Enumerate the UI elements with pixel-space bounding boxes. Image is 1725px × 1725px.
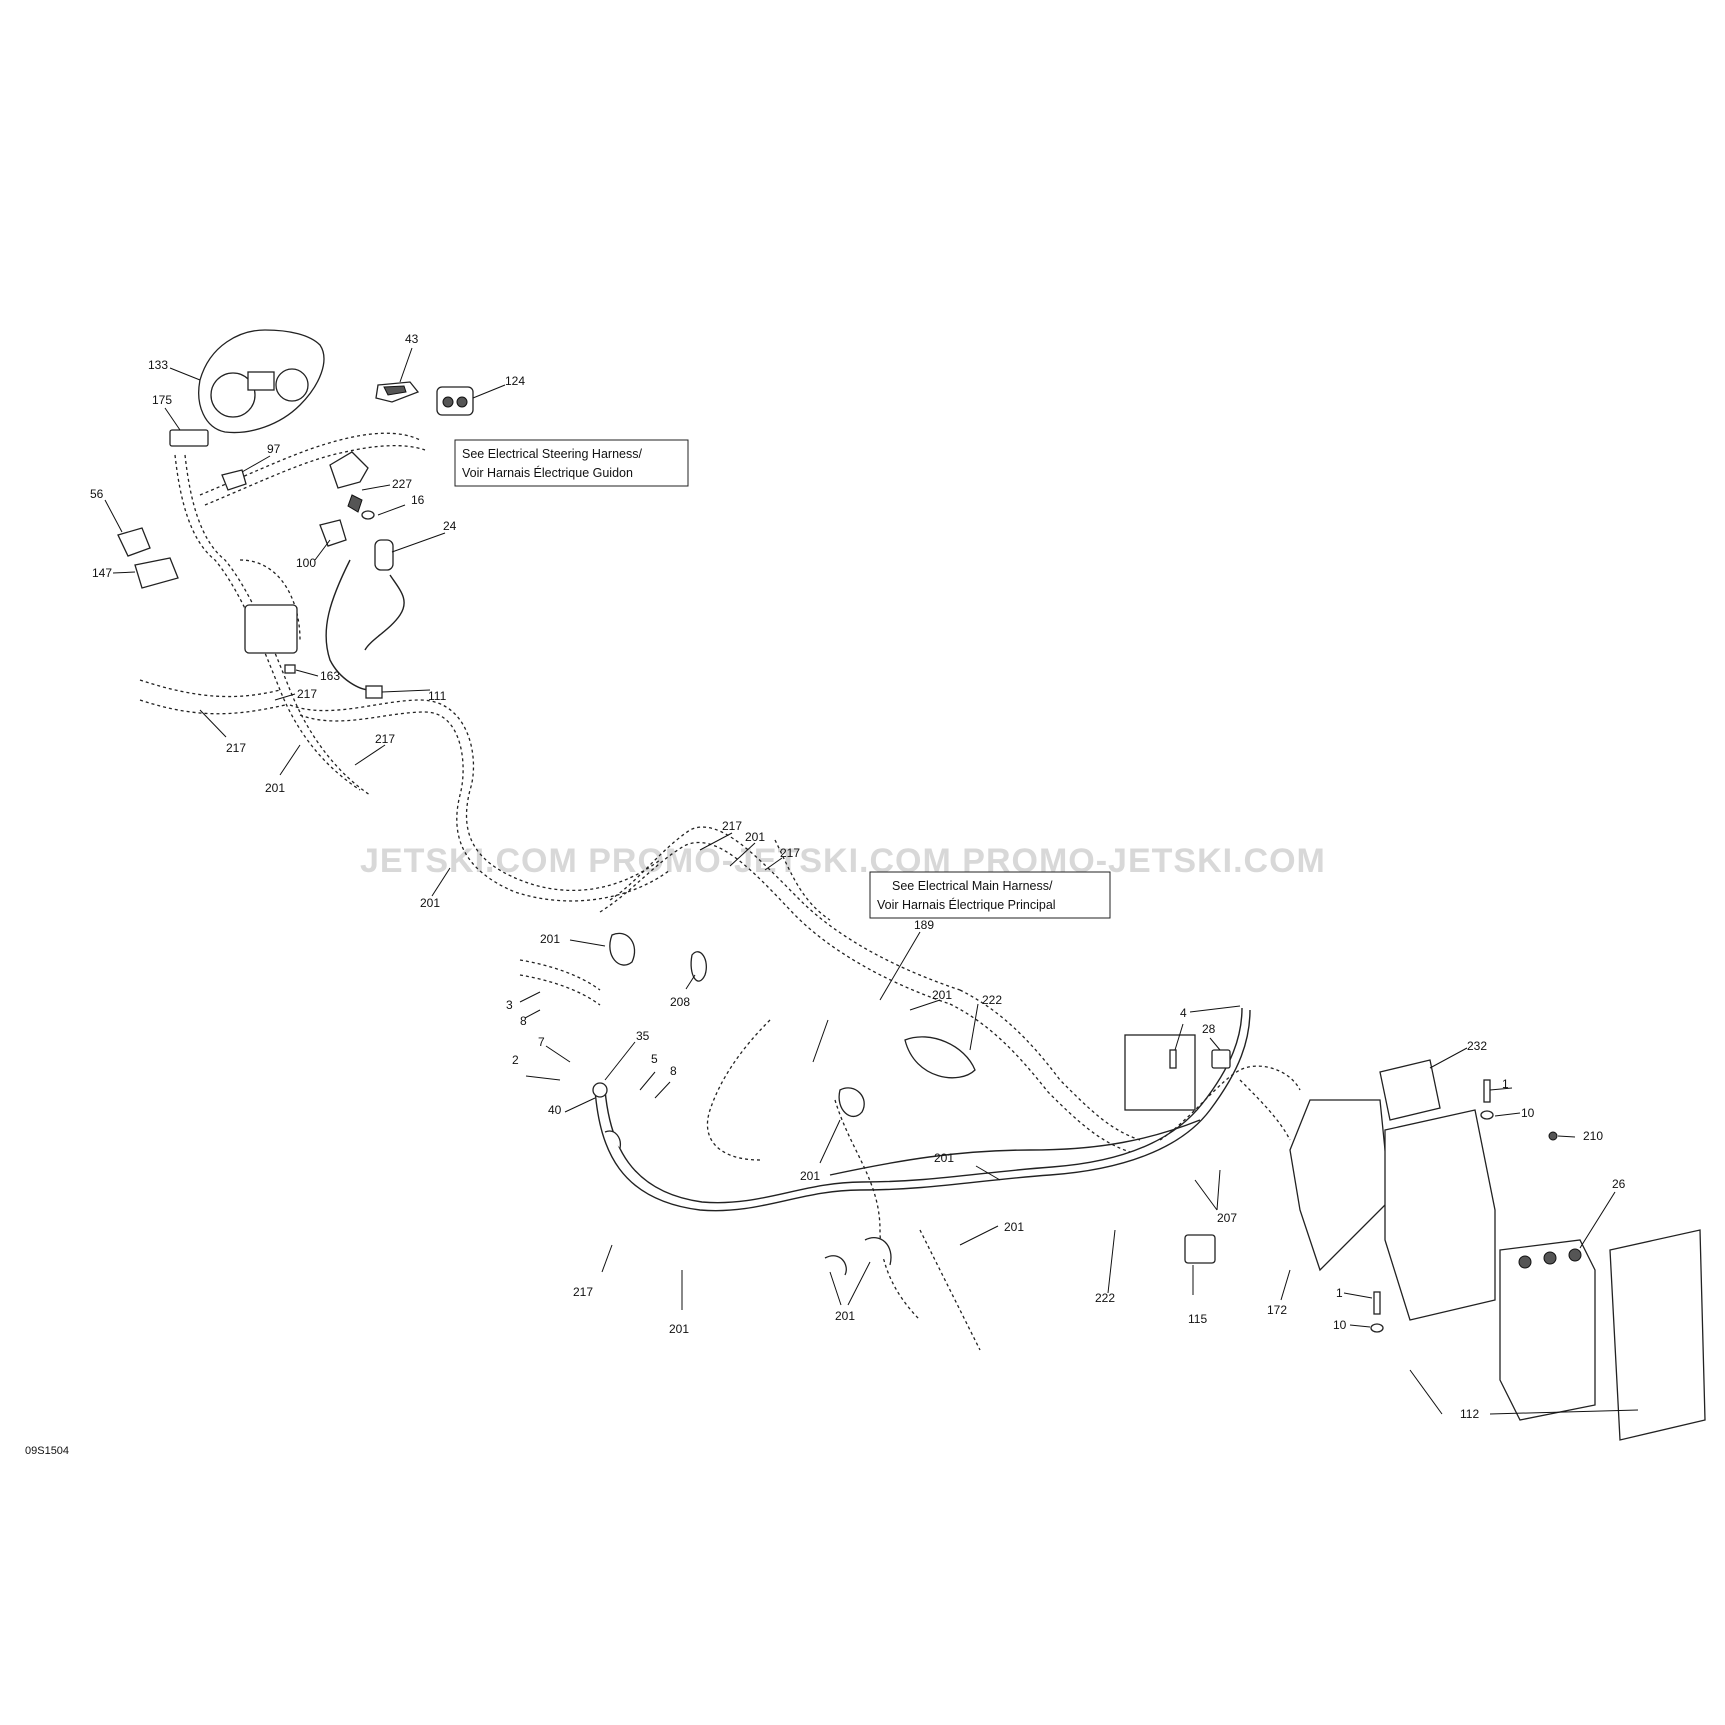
module-147 [134,557,179,589]
callout-201-g: 201 [934,1151,954,1165]
callout-1-b: 1 [1336,1286,1343,1300]
gauge-cluster [198,329,325,434]
connector-28 [1211,1049,1231,1069]
callout-163: 163 [320,669,340,683]
callout-1-a: 1 [1502,1077,1509,1091]
relay-163 [244,604,298,674]
leader-lines [104,347,1639,1415]
watermark: JETSKI.COM PROMO-JETSKI.COM PROMO-JETSKI… [360,842,1326,880]
connector-97 [221,469,247,491]
callout-201-a: 201 [265,781,285,795]
callout-217-e: 217 [780,846,800,860]
callout-10-b: 10 [1333,1318,1347,1332]
clamp-201-multi [604,932,976,1276]
callout-210: 210 [1583,1129,1603,1143]
callout-8-b: 8 [670,1064,677,1078]
callout-201-j: 201 [835,1309,855,1323]
callout-201-c: 201 [745,830,765,844]
callout-111: 111 [428,689,447,703]
callout-207: 207 [1217,1211,1237,1225]
callout-133: 133 [148,358,168,372]
callout-7: 7 [538,1035,545,1049]
callout-16: 16 [411,493,425,507]
callout-217-d: 217 [722,819,742,833]
washer-10a [1480,1110,1494,1120]
connector-111 [325,559,383,699]
callout-2: 2 [512,1053,519,1067]
callout-201-b: 201 [420,896,440,910]
callout-147: 147 [92,566,112,580]
battery-cables [594,1007,1251,1212]
lanyard-post-24 [364,539,405,651]
solenoid-115 [1184,1234,1216,1264]
callout-56: 56 [90,487,104,501]
connector-100 [319,519,347,547]
note-main-line2: Voir Harnais Électrique Principal [877,897,1056,912]
callout-227: 227 [392,477,412,491]
battery-strap [1609,1229,1706,1441]
bracket-172 [1289,1099,1391,1272]
callout-3: 3 [506,998,513,1012]
callout-222-b: 222 [1095,1291,1115,1305]
callout-26: 26 [1612,1177,1626,1191]
note-steering-harness: See Electrical Steering Harness/ Voir Ha… [454,439,689,487]
ties-208 [690,951,707,982]
battery-tray [1384,1109,1496,1321]
ring-16 [361,510,375,520]
callout-115: 115 [1188,1312,1207,1326]
callout-10-a: 10 [1521,1106,1535,1120]
callout-28: 28 [1202,1022,1216,1036]
callout-35: 35 [636,1029,650,1043]
switch-56 [117,527,151,557]
callout-124: 124 [505,374,525,388]
bolt-1b [1373,1291,1381,1315]
connector-175 [169,429,209,447]
sensor-227 [329,451,369,513]
callout-8-a: 8 [520,1014,527,1028]
switch-124 [436,386,474,416]
bolt-1a [1483,1079,1491,1103]
callout-201-h: 201 [1004,1220,1024,1234]
callout-40: 40 [548,1103,562,1117]
callout-222-a: 222 [982,993,1002,1007]
module-232 [1379,1059,1441,1121]
note-steering-line2: Voir Harnais Électrique Guidon [462,465,633,480]
callout-201-d: 201 [540,932,560,946]
washer-10b [1370,1323,1384,1333]
bolt-4 [1169,1049,1177,1069]
callout-172: 172 [1267,1303,1287,1317]
battery-26 [1499,1239,1596,1421]
callout-5: 5 [651,1052,658,1066]
nut-210 [1548,1131,1558,1141]
callout-217-a: 217 [297,687,317,701]
fuse-box [1124,1034,1196,1111]
callout-201-f: 201 [800,1169,820,1183]
callout-175: 175 [152,393,172,407]
note-steering-line1: See Electrical Steering Harness/ [462,447,642,461]
note-main-harness: See Electrical Main Harness/ Voir Harnai… [869,871,1111,919]
electrical-harness [139,432,1301,1351]
callout-208: 208 [670,995,690,1009]
callout-43: 43 [405,332,419,346]
switch-43 [375,381,420,403]
battery-cable-40 [592,1082,608,1098]
callout-217-b: 217 [226,741,246,755]
callout-labels: 133 43 124 175 97 227 16 24 56 100 147 1… [90,332,1626,1421]
diagram-code: 09S1504 [25,1445,69,1457]
note-main-line1: See Electrical Main Harness/ [892,879,1053,893]
callout-201-i: 201 [669,1322,689,1336]
callout-217-c: 217 [375,732,395,746]
callout-232: 232 [1467,1039,1487,1053]
callout-24: 24 [443,519,457,533]
callout-100: 100 [296,556,316,570]
callout-201-e: 201 [932,988,952,1002]
callout-4: 4 [1180,1006,1187,1020]
callout-217-f: 217 [573,1285,593,1299]
callout-112: 112 [1460,1407,1479,1421]
callout-189: 189 [914,918,934,932]
callout-97: 97 [267,442,281,456]
